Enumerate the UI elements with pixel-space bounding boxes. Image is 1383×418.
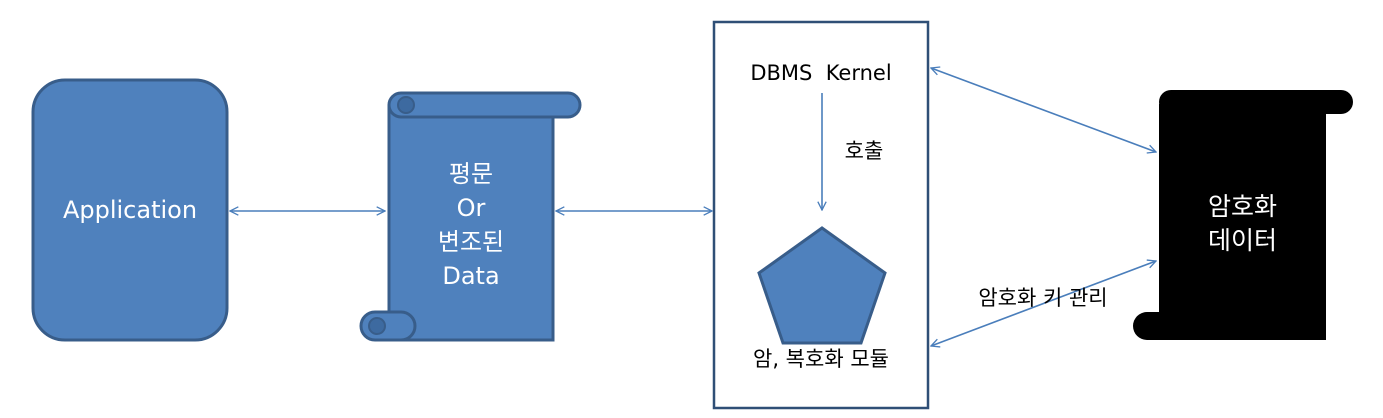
arrow-key-management bbox=[931, 261, 1156, 346]
plain-data-label: 평문 Or 변조된 Data bbox=[389, 157, 553, 293]
plain-data-line-3: 변조된 bbox=[437, 228, 505, 256]
encrypted-data-line-2: 데이터 bbox=[1207, 226, 1277, 255]
application-label: Application bbox=[62, 196, 198, 224]
encrypted-data-label: 암호화 데이터 bbox=[1159, 190, 1326, 258]
plain-data-line-2: Or bbox=[456, 194, 486, 222]
encrypted-data-scroll bbox=[1133, 90, 1353, 340]
call-label: 호출 bbox=[844, 139, 884, 163]
application-box bbox=[31, 78, 229, 342]
encrypted-data-line-1: 암호화 bbox=[1207, 192, 1277, 221]
plain-data-scroll bbox=[359, 91, 582, 342]
key-management-label: 암호화 키 관리 bbox=[978, 286, 1108, 310]
plain-data-line-4: Data bbox=[442, 262, 500, 290]
crypto-module-label: 암, 복호화 모듈 bbox=[753, 347, 889, 371]
dbms-kernel-label: DBMS Kernel bbox=[750, 61, 892, 85]
plain-data-line-1: 평문 bbox=[448, 160, 494, 188]
arrow-dbms-encrypted-data bbox=[931, 68, 1156, 152]
crypto-module-pentagon bbox=[757, 226, 887, 345]
